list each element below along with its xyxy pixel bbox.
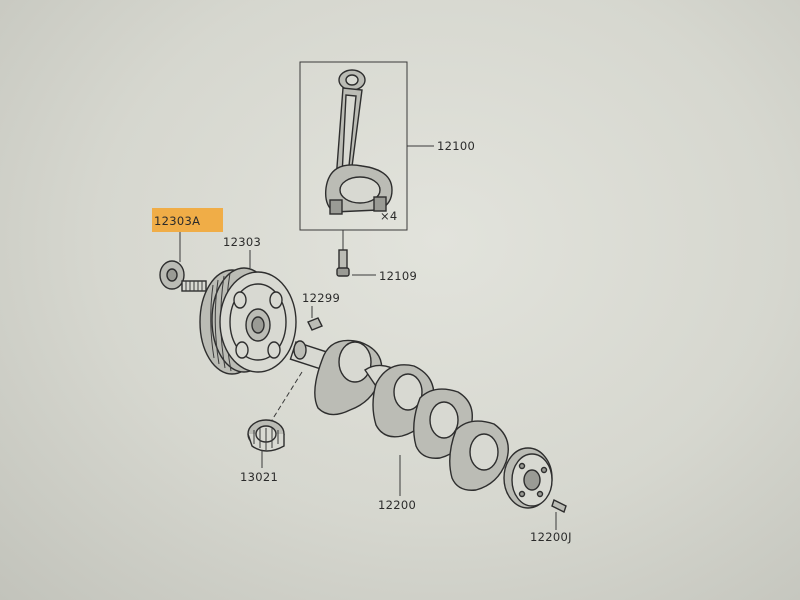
pulley-group[interactable]: 12303: [199, 235, 297, 375]
connecting-rod-drawing: [324, 69, 393, 215]
woodruff-key-group[interactable]: 12299: [302, 291, 340, 331]
pulley-bolt-drawing: [159, 260, 207, 292]
bearing-assembly-line: [271, 371, 303, 421]
crankshaft-group[interactable]: 12200: [289, 339, 553, 512]
rod-bolt-label[interactable]: 12109: [379, 269, 417, 283]
connecting-rod-label[interactable]: 12100: [437, 139, 475, 153]
crankshaft-drawing: [289, 339, 553, 509]
pulley-bolt-group[interactable]: 12303A: [152, 208, 223, 292]
connecting-rod-quantity: ×4: [380, 209, 398, 223]
rod-bolt-group[interactable]: 12109: [336, 230, 417, 283]
woodruff-key-label[interactable]: 12299: [302, 291, 340, 305]
highlight-box: [152, 208, 223, 232]
woodruff-key-drawing: [307, 317, 323, 331]
connecting-rod-group[interactable]: 12100 ×4: [299, 61, 475, 231]
pulley-drawing: [199, 267, 297, 375]
bearing-drawing: [247, 419, 285, 452]
dowel-pin-group[interactable]: 12200J: [530, 499, 572, 544]
dowel-pin-label[interactable]: 12200J: [530, 530, 572, 544]
rod-bolt-drawing: [336, 249, 350, 277]
bearing-group[interactable]: 13021: [240, 371, 303, 484]
pulley-label[interactable]: 12303: [223, 235, 261, 249]
bearing-label[interactable]: 13021: [240, 470, 278, 484]
crankshaft-label[interactable]: 12200: [378, 498, 416, 512]
dowel-pin-drawing: [551, 499, 567, 513]
pulley-bolt-label[interactable]: 12303A: [154, 214, 200, 228]
